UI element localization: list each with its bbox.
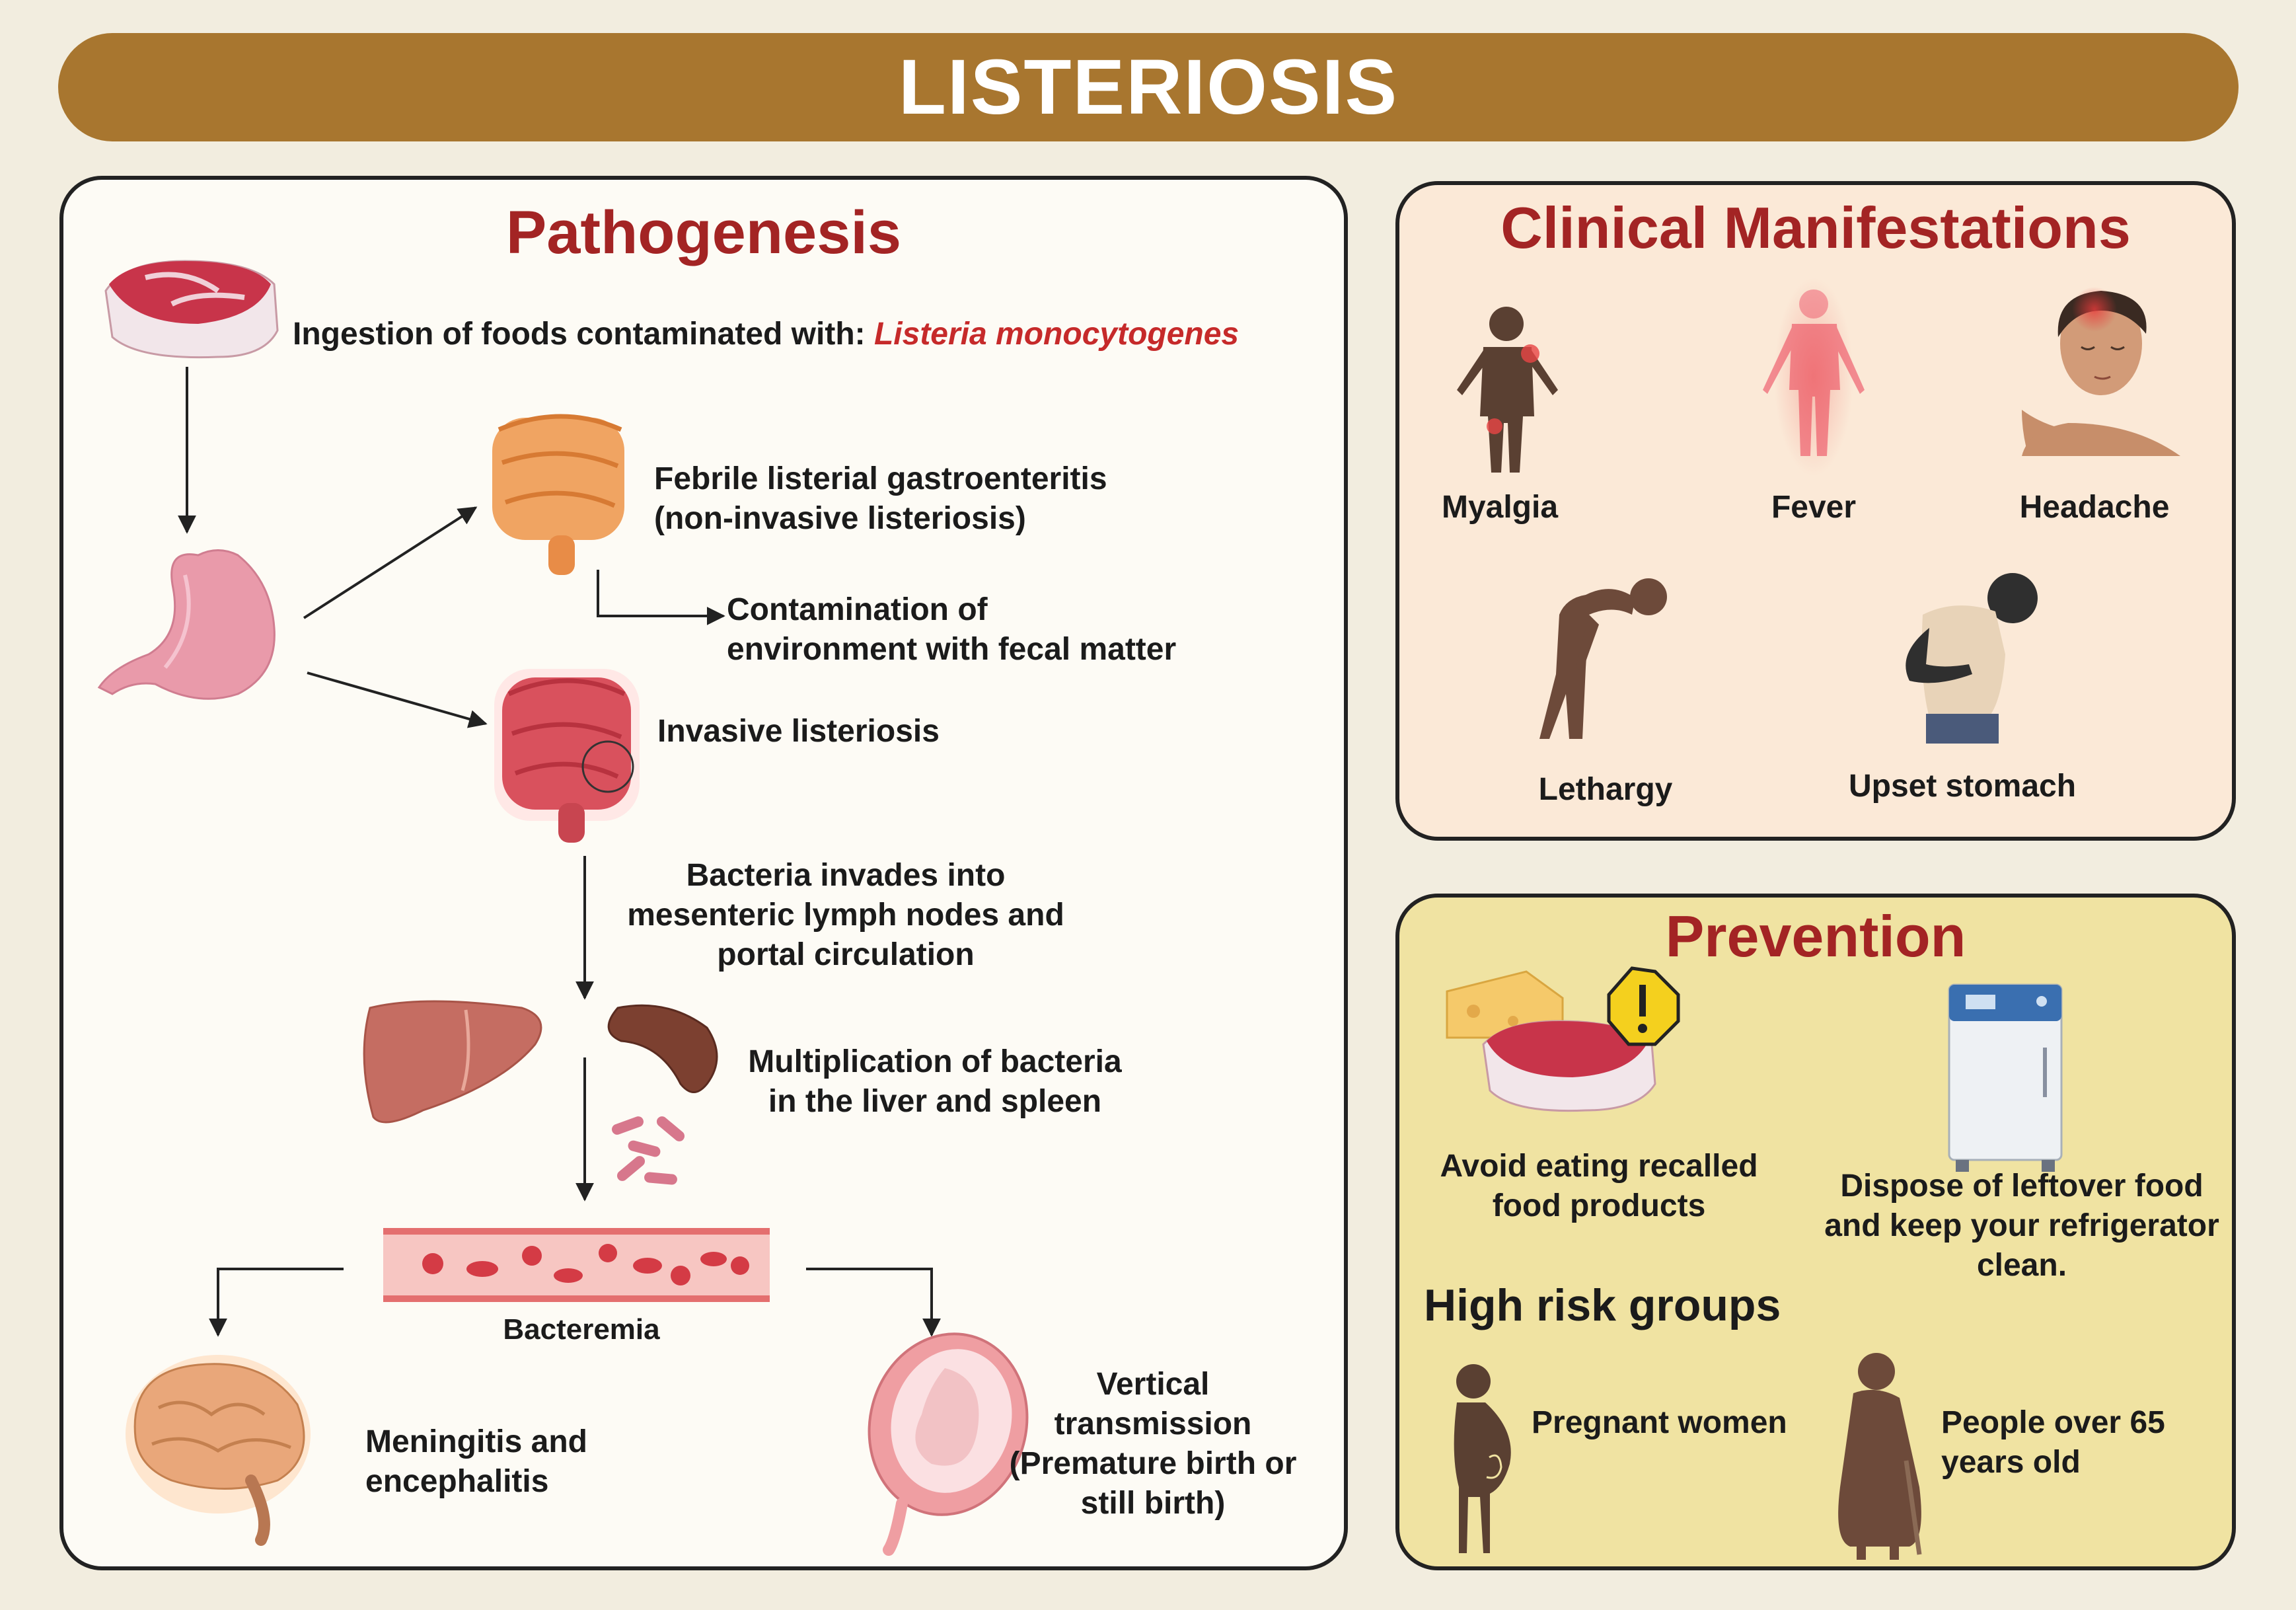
headache-icon [2022,287,2180,456]
intestine-red-icon [494,669,640,843]
dispose-line-1: Dispose of leftover food [1840,1169,2203,1204]
refrigerator-icon [1948,983,2063,1172]
uterus-icon [868,1332,1029,1556]
upset-stomach-label: Upset stomach [1848,769,2077,804]
lethargy-icon [1539,578,1667,739]
over65-text: People over 65 years old [1941,1403,2165,1482]
clinical-title: Clinical Manifestations [1500,195,2131,260]
fever-label: Fever [1771,490,1857,525]
lethargy-label: Lethargy [1538,772,1673,807]
pathogenesis-title: Pathogenesis [505,199,902,266]
flow-arrows [178,367,941,1337]
myalgia-icon [1457,307,1558,473]
dispose-text: Dispose of leftover food and keep your r… [1810,1167,2233,1285]
organism-name: Listeria monocytogenes [873,317,1240,352]
contamination-line-2: environment with fecal matter [727,632,1177,667]
vertical-line-4: still birth) [1080,1486,1226,1521]
vertical-line-2: transmission [1054,1406,1252,1441]
meat-icon [104,260,279,359]
invades-line-2: mesenteric lymph nodes and [627,898,1064,933]
pregnant-women-label: Pregnant women [1532,1405,1787,1440]
meningitis-line-1: Meningitis and [365,1424,587,1459]
ingestion-prefix: Ingestion of foods contaminated with: [293,317,866,352]
febrile-line-1: Febrile listerial gastroenteritis [654,461,1107,496]
meningitis-line-2: encephalitis [365,1464,549,1499]
title-banner: LISTERIOSIS [58,33,2239,141]
contamination-line-1: Contamination of [727,592,988,627]
spleen-icon [607,1004,718,1093]
over65-line-1: People over 65 [1941,1405,2165,1440]
myalgia-label: Myalgia [1441,490,1559,525]
dispose-line-3: clean. [1976,1248,2067,1283]
avoid-line-2: food products [1492,1188,1706,1223]
recalled-food-icon [1446,966,1680,1112]
bacteremia-label: Bacteremia [503,1313,660,1346]
over65-line-2: years old [1941,1445,2081,1480]
avoid-line-1: Avoid eating recalled [1440,1149,1758,1184]
invades-text: Bacteria invades into mesenteric lymph n… [595,856,1097,975]
ingestion-text: Ingestion of foods contaminated with: Li… [293,315,1239,354]
upset-stomach-icon [1906,573,2038,744]
page-title: LISTERIOSIS [898,44,1399,131]
arrow-stomach-febrile [303,506,478,619]
vertical-line-3: (Premature birth or [1009,1446,1297,1481]
avoid-text: Avoid eating recalled food products [1414,1147,1784,1226]
vertical-line-1: Vertical [1096,1367,1210,1402]
pathogenesis-panel: Pathogenesis [59,176,1348,1570]
vertical-transmission-text: Vertical transmission (Premature birth o… [994,1365,1312,1523]
blood-vessel-icon [383,1228,770,1302]
invasive-text: Invasive listeriosis [657,714,940,749]
dispose-line-2: and keep your refrigerator [1824,1208,2219,1243]
arrow-uterus [806,1268,941,1337]
arrow-brain [209,1268,344,1337]
prevention-title: Prevention [1665,903,1966,969]
meningitis-text: Meningitis and encephalitis [365,1422,587,1502]
febrile-text: Febrile listerial gastroenteritis (non-i… [654,459,1107,539]
arrow-contamination [597,570,725,625]
invades-line-3: portal circulation [717,937,975,972]
pregnant-woman-icon [1454,1364,1511,1553]
febrile-line-2: (non-invasive listeriosis) [654,501,1026,536]
multiplication-line-2: in the liver and spleen [768,1084,1102,1119]
contamination-text: Contamination of environment with fecal … [727,590,1176,670]
elderly-person-icon [1838,1353,1922,1560]
multiplication-text: Multiplication of bacteria in the liver … [720,1042,1150,1122]
high-risk-title: High risk groups [1424,1280,1781,1330]
headache-label: Headache [2019,490,2170,525]
fever-icon [1763,278,1865,476]
bacteria-icon [612,1116,685,1185]
arrow-stomach-invasive [307,671,488,728]
liver-icon [363,1000,542,1124]
intestine-orange-icon [492,414,624,575]
invades-line-1: Bacteria invades into [686,858,1006,893]
brain-icon [126,1355,311,1546]
stomach-icon [97,549,276,700]
multiplication-line-1: Multiplication of bacteria [748,1044,1122,1079]
